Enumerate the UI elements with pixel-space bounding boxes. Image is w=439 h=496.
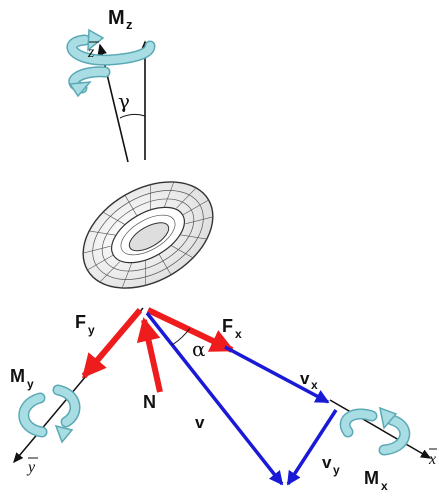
svg-text:M: M [108, 7, 125, 29]
svg-text:z: z [87, 44, 95, 61]
label-vx: v x [300, 369, 318, 392]
label-vy: v y [322, 453, 340, 477]
mz-moment-arrow [66, 28, 156, 98]
label-my: M y [10, 366, 34, 391]
label-fx: F x [222, 316, 242, 341]
svg-text:y: y [26, 459, 36, 476]
svg-text:x: x [311, 378, 318, 392]
svg-text:v: v [322, 453, 332, 472]
v-velocity-arrow [145, 311, 284, 486]
svg-text:x: x [235, 327, 242, 341]
my-moment-arrow [18, 384, 81, 444]
label-z-axis: z [87, 41, 99, 61]
svg-text:y: y [27, 377, 34, 391]
svg-text:y: y [333, 463, 340, 477]
alpha-arc [171, 327, 191, 346]
label-mz: M z [108, 7, 133, 32]
tire [82, 181, 214, 289]
label-n: N [143, 392, 156, 412]
svg-text:M: M [364, 468, 379, 488]
svg-text:F: F [222, 316, 233, 336]
svg-text:y: y [88, 323, 95, 337]
label-v: v [195, 413, 205, 432]
label-alpha: α [192, 337, 206, 361]
svg-text:v: v [300, 369, 310, 388]
svg-text:x: x [428, 451, 436, 468]
fy-force-arrow [81, 308, 143, 379]
vy-velocity-arrow [286, 409, 338, 486]
x-axis [329, 399, 432, 459]
svg-text:z: z [126, 17, 133, 32]
mx-moment-arrow [339, 406, 411, 456]
vx-line [224, 345, 330, 404]
label-mx: M x [364, 468, 388, 493]
gamma-arc [119, 113, 146, 119]
svg-text:M: M [10, 366, 25, 386]
label-fy: F y [75, 312, 95, 337]
label-y-axis: y [26, 457, 38, 476]
label-gamma: γ [118, 89, 130, 113]
fx-force-arrow [146, 307, 235, 353]
svg-text:F: F [75, 312, 86, 332]
svg-text:x: x [381, 479, 388, 493]
label-x-axis: x [428, 448, 437, 468]
n-force-arrow [136, 317, 163, 393]
